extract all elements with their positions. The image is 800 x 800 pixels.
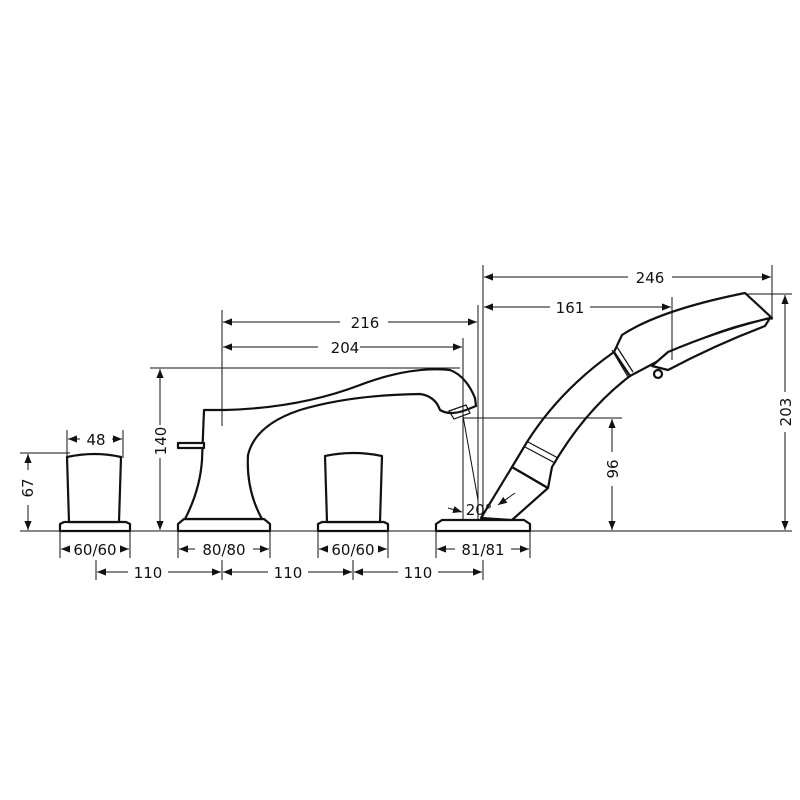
dim-handle-height: 67 [19,452,70,530]
dim-shower-total-height: 203 [745,293,795,530]
shower-head-face [650,316,772,372]
shower-clip [652,368,664,380]
dim-shower-base: 81/81 [435,532,531,559]
dim-spout-reach-216: 216 [221,305,479,520]
dim-spout-height: 140 [150,367,460,530]
dim-left-handle-base: 60/60 [59,532,131,559]
label-110-2: 110 [274,564,303,582]
label-110-3: 110 [404,564,433,582]
dim-spout-base: 80/80 [177,532,271,559]
handle-ring [611,346,634,378]
dim-outlet-height: 96 [463,417,622,530]
label-140: 140 [152,427,170,456]
diverter-knob [176,441,206,450]
dim-spout-reach-204: 204 [223,338,464,520]
label-96: 96 [604,459,622,478]
left-handle [58,452,132,533]
dim-shower-angle: 20° [447,415,516,519]
label-20-degrees: 20° [466,501,493,519]
label-216: 216 [351,314,380,332]
label-161: 161 [556,299,585,317]
right-handle [316,451,390,533]
dim-shower-total-reach: 246 [482,265,773,518]
dim-spacing-row: 110 110 110 [95,560,484,582]
label-60-60-right: 60/60 [331,541,374,559]
hand-shower [434,291,774,533]
label-67: 67 [19,478,37,497]
dim-handle-width: 48 [66,430,124,458]
label-204: 204 [331,339,360,357]
label-81-81: 81/81 [461,541,504,559]
label-246: 246 [636,269,665,287]
dim-right-handle-base: 60/60 [317,532,389,559]
label-110-1: 110 [134,564,163,582]
label-203: 203 [777,398,795,427]
dim-shower-head-reach: 161 [484,297,673,360]
label-48: 48 [86,431,105,449]
spout-aerator [448,404,471,420]
label-60-60-left: 60/60 [73,541,116,559]
bath-spout [176,368,478,533]
label-80-80: 80/80 [202,541,245,559]
